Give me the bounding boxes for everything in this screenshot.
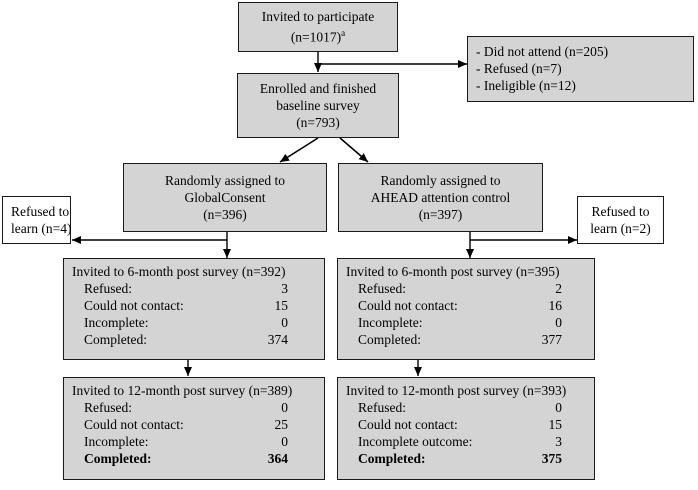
right-6m-row-could-not-contact: Could not contact:16	[358, 298, 562, 313]
left-6m-row-completed: Completed:374	[84, 332, 288, 347]
left-12m-title: Invited to 12-month post survey (n=389)	[72, 383, 293, 398]
arm-right-box: Randomly assigned to AHEAD attention con…	[338, 163, 543, 232]
arm-right-count: (n=397)	[418, 207, 463, 222]
enrolled-line1: Enrolled and finished	[259, 81, 377, 96]
arrow-to-left-arm	[279, 137, 319, 163]
right-12m-row-could-not-contact: Could not contact:15	[358, 417, 562, 432]
left-6m-box: Invited to 6-month post survey (n=392) R…	[63, 258, 325, 360]
excluded-refused: - Refused (n=7)	[476, 61, 562, 76]
arm-left-box: Randomly assigned to GlobalConsent (n=39…	[123, 163, 327, 232]
enrolled-box: Enrolled and finished baseline survey (n…	[237, 73, 399, 138]
enrolled-line2: baseline survey	[276, 98, 360, 113]
refused-right-box: Refused to learn (n=2)	[577, 196, 664, 244]
refused-right-line1: Refused to	[591, 204, 650, 219]
right-12m-row-incomplete: Incomplete outcome:3	[358, 434, 562, 449]
excluded-box: - Did not attend (n=205) - Refused (n=7)…	[467, 36, 694, 102]
right-6m-row-refused: Refused:2	[358, 281, 562, 296]
invited-box: Invited to participate (n=1017)a	[238, 2, 398, 52]
invited-label: Invited to participate	[261, 9, 375, 25]
right-6m-title: Invited to 6-month post survey (n=395)	[346, 264, 560, 279]
arm-right-line2: AHEAD attention control	[370, 190, 511, 205]
right-6m-box: Invited to 6-month post survey (n=395) R…	[337, 258, 595, 360]
left-6m-row-could-not-contact: Could not contact:15	[84, 298, 288, 313]
right-12m-title: Invited to 12-month post survey (n=393)	[346, 383, 567, 398]
left-6m-row-refused: Refused:3	[84, 281, 288, 296]
arm-left-count: (n=396)	[203, 207, 247, 222]
right-6m-row-completed: Completed:377	[358, 332, 562, 347]
right-12m-row-refused: Refused:0	[358, 400, 562, 415]
enrolled-count: (n=793)	[296, 115, 340, 130]
right-12m-box: Invited to 12-month post survey (n=393) …	[337, 377, 595, 480]
left-12m-box: Invited to 12-month post survey (n=389) …	[63, 377, 325, 480]
right-12m-row-completed: Completed:375	[358, 451, 562, 466]
invited-footnote: a	[341, 28, 346, 39]
excluded-ineligible: - Ineligible (n=12)	[476, 78, 576, 93]
left-12m-row-could-not-contact: Could not contact:25	[84, 417, 288, 432]
refused-left-line2: learn (n=4)	[11, 221, 72, 236]
left-6m-title: Invited to 6-month post survey (n=392)	[72, 264, 286, 279]
arm-left-line1: Randomly assigned to	[165, 173, 285, 188]
left-6m-row-incomplete: Incomplete:0	[84, 315, 288, 330]
left-12m-row-incomplete: Incomplete:0	[84, 434, 288, 449]
refused-left-line1: Refused to	[11, 204, 70, 219]
invited-count: (n=1017)	[290, 29, 342, 45]
refused-left-box: Refused to learn (n=4)	[2, 196, 71, 244]
arm-right-line1: Randomly assigned to	[380, 173, 501, 188]
arm-left-line2: GlobalConsent	[184, 190, 266, 205]
left-12m-row-completed: Completed:364	[84, 451, 288, 466]
excluded-did-not-attend: - Did not attend (n=205)	[476, 44, 609, 59]
left-12m-row-refused: Refused:0	[84, 400, 288, 415]
arrow-to-right-arm	[339, 137, 369, 163]
right-6m-row-incomplete: Incomplete:0	[358, 315, 562, 330]
refused-right-line2: learn (n=2)	[590, 221, 651, 236]
